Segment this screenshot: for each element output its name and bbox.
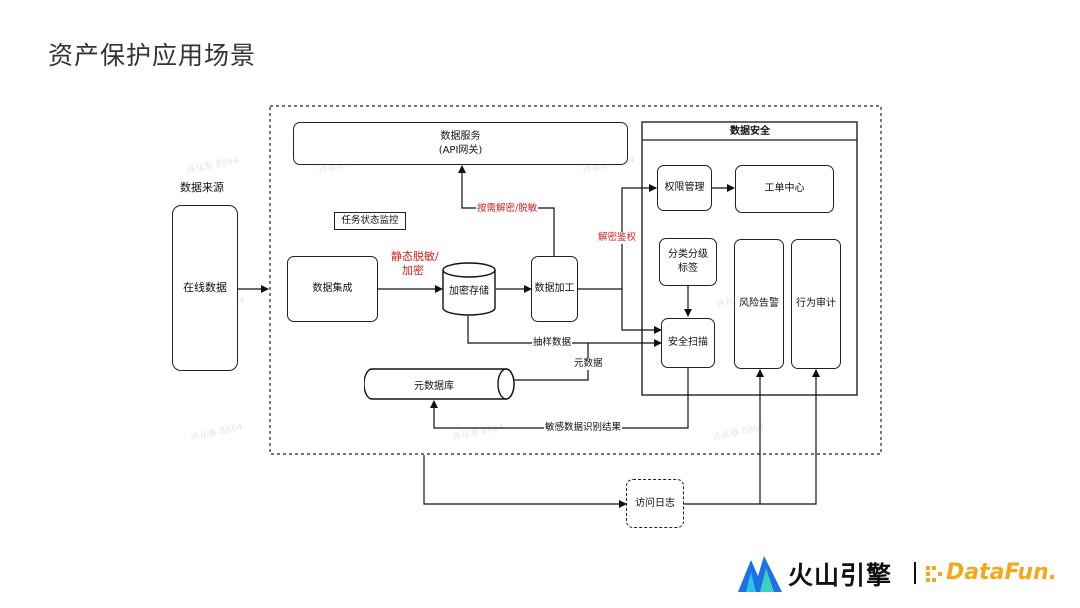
- metadata-db-node[interactable]: 元数据库: [364, 368, 515, 400]
- volcano-mountain-icon: [738, 556, 782, 592]
- online-data-node[interactable]: 在线数据: [172, 205, 238, 371]
- datafun-logo: DataFun.: [924, 556, 1064, 592]
- line-metadata-to-scan: [514, 343, 589, 381]
- source-label: 数据来源: [180, 181, 224, 194]
- classification-node[interactable]: 分类分级 标签: [659, 238, 717, 286]
- sampled-data-label: 抽样数据: [532, 337, 573, 349]
- data-service-subtitle: (API网关): [438, 144, 483, 156]
- data-security-title: 数据安全: [730, 126, 770, 137]
- risk-alert-node[interactable]: 风险告警: [734, 239, 784, 369]
- classification-label-1: 分类分级: [668, 249, 708, 260]
- static-mask-label-2: 加密: [402, 264, 424, 277]
- behavior-audit-node[interactable]: 行为审计: [791, 239, 841, 369]
- arrow-sample-to-scan: [467, 316, 662, 347]
- online-data-label: 在线数据: [183, 281, 227, 294]
- encrypted-storage-label: 加密存储: [449, 286, 489, 297]
- page-title: 资产保护应用场景: [48, 41, 257, 70]
- access-log-label: 访问日志: [635, 497, 675, 509]
- security-scan-node[interactable]: 安全扫描: [661, 318, 715, 368]
- permission-mgmt-label: 权限管理: [664, 182, 705, 193]
- ticket-center-label: 工单中心: [764, 183, 805, 194]
- data-service-node[interactable]: 数据服务 (API网关): [293, 122, 628, 165]
- horizontal-cylinder-icon: [364, 368, 515, 400]
- volcano-engine-logo: 火山引擎: [736, 550, 916, 596]
- static-mask-label-1: 静态脱敏/: [391, 250, 439, 263]
- on-demand-decrypt-label: 按需解密/脱敏: [476, 203, 539, 215]
- data-service-title: 数据服务: [440, 130, 481, 142]
- brand-en-text: DataFun.: [946, 560, 1058, 585]
- data-processing-label: 数据加工: [534, 283, 575, 294]
- data-security-panel: [641, 121, 858, 396]
- permission-mgmt-node[interactable]: 权限管理: [657, 165, 712, 211]
- risk-alert-label: 风险告警: [739, 298, 779, 309]
- security-scan-label: 安全扫描: [668, 337, 708, 348]
- data-processing-node[interactable]: 数据加工: [531, 256, 578, 322]
- data-integration-node[interactable]: 数据集成: [287, 256, 378, 322]
- encrypted-storage-node[interactable]: 加密存储: [442, 262, 496, 316]
- brand-cn-text: 火山引擎: [788, 561, 893, 590]
- datafun-dots-icon: [926, 566, 942, 582]
- access-log-node[interactable]: 访问日志: [626, 479, 684, 528]
- arrow-processing-to-scan: [621, 289, 662, 334]
- behavior-audit-label: 行为审计: [796, 298, 836, 309]
- logo-divider: [914, 562, 916, 584]
- sensitive-result-label: 敏感数据识别结果: [544, 422, 623, 434]
- classification-label-2: 标签: [678, 263, 698, 274]
- data-integration-label: 数据集成: [312, 283, 353, 294]
- metadata-flow-label: 元数据: [573, 358, 604, 370]
- cylinder-icon: [442, 262, 496, 316]
- decrypt-auth-label: 解密鉴权: [598, 232, 637, 244]
- task-monitor-node[interactable]: 任务状态监控: [334, 212, 406, 230]
- task-monitor-label: 任务状态监控: [341, 215, 399, 226]
- arrow-log-to-audit: [684, 369, 820, 505]
- arrow-to-access-log: [423, 455, 627, 508]
- ticket-center-node[interactable]: 工单中心: [735, 165, 834, 213]
- metadata-db-label: 元数据库: [414, 381, 454, 392]
